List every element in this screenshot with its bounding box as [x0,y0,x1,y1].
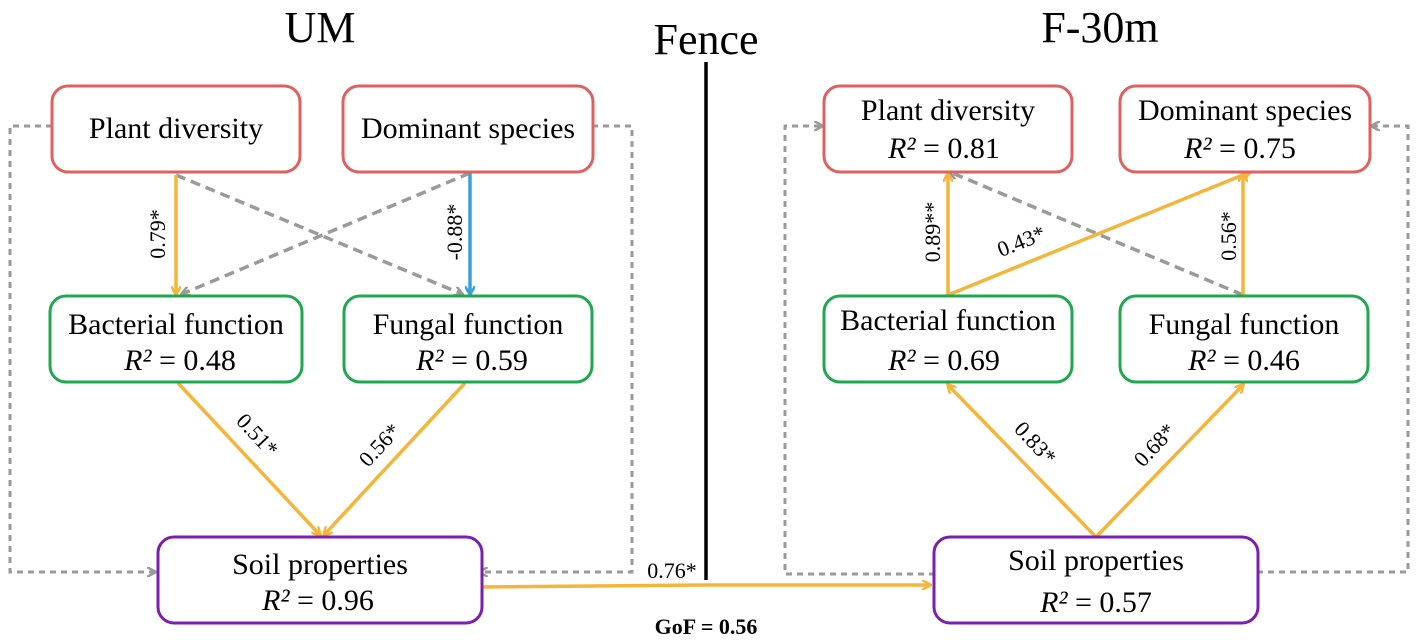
um-coef-fungal-soil: 0.56* [353,418,405,471]
f30-bacterial-r2: R² = 0.69 [887,344,1000,377]
f30-edge-bacterial-dominant [947,172,1250,297]
f30-edge-soil-dominant-ns [1257,126,1410,574]
f30-plant-r2: R² = 0.81 [887,132,1000,165]
um-node-fungal-function: Fungal function R² = 0.59 [342,294,594,384]
f30-node-plant-diversity: Plant diversity R² = 0.81 [822,84,1074,174]
f30-node-bacterial-function: Bacterial function R² = 0.69 [822,294,1074,384]
cross-edge-soil-soil [481,585,930,587]
um-bacterial-function-label: Bacterial function [68,308,284,341]
um-node-plant-diversity: Plant diversity [50,84,302,174]
um-edge-dominant-bacterial-ns [182,171,471,294]
f30-coef-fungal-dominant: 0.56* [1216,211,1241,261]
f30-edge-fungal-plant-ns [950,172,1244,297]
um-coef-bacterial-soil: 0.51* [231,408,283,461]
f30-dominant-r2: R² = 0.75 [1183,132,1296,165]
um-fungal-r2: R² = 0.59 [415,344,528,377]
f30-plant-diversity-label: Plant diversity [861,94,1035,127]
f30-soil-r2: R² = 0.57 [1039,586,1152,619]
f30-coef-soil-fungal: 0.68* [1128,418,1180,471]
um-dominant-species-label: Dominant species [361,112,575,145]
um-node-soil-properties: Soil properties R² = 0.96 [156,535,484,625]
f30-node-dominant-species: Dominant species R² = 0.75 [1118,84,1372,174]
title-um: UM [285,3,356,52]
f30-node-fungal-function: Fungal function R² = 0.46 [1118,294,1370,384]
f30-dominant-species-label: Dominant species [1138,94,1352,127]
um-soil-properties-label: Soil properties [232,548,408,581]
gof-label: GoF = 0.56 [655,614,758,639]
f30-edge-soil-fungal [1094,385,1243,539]
um-edge-dominant-soil-ns [480,124,634,572]
f30-bacterial-function-label: Bacterial function [840,304,1056,337]
um-bacterial-r2: R² = 0.48 [123,344,236,377]
f30-soil-properties-label: Soil properties [1008,544,1184,577]
um-node-bacterial-function: Bacterial function R² = 0.48 [48,294,304,384]
f30-coef-bacterial-plant: 0.89** [920,202,945,263]
um-coef-plant-bacterial: 0.79* [145,209,170,259]
um-node-dominant-species: Dominant species [341,84,595,174]
um-edge-fungal-soil [324,381,467,535]
f30-fungal-function-label: Fungal function [1149,308,1340,341]
um-edge-bacterial-soil [176,381,320,535]
f30-node-soil-properties: Soil properties R² = 0.57 [932,535,1260,625]
f30-fungal-r2: R² = 0.46 [1187,344,1300,377]
cross-coef-soil-soil: 0.76* [647,558,697,583]
f30-edge-soil-plant-ns [783,126,935,576]
title-f30m: F-30m [1041,3,1158,52]
um-fungal-function-label: Fungal function [373,308,564,341]
um-edge-plant-fungal-ns [175,173,462,294]
um-edge-plant-soil-ns [8,124,155,572]
f30-coef-soil-bacterial: 0.83* [1009,416,1061,469]
title-fence: Fence [653,15,758,64]
um-soil-r2: R² = 0.96 [261,584,374,617]
um-plant-diversity-label: Plant diversity [89,112,263,145]
f30-edge-soil-bacterial [948,385,1098,539]
um-coef-dominant-fungal: -0.88* [442,204,467,261]
